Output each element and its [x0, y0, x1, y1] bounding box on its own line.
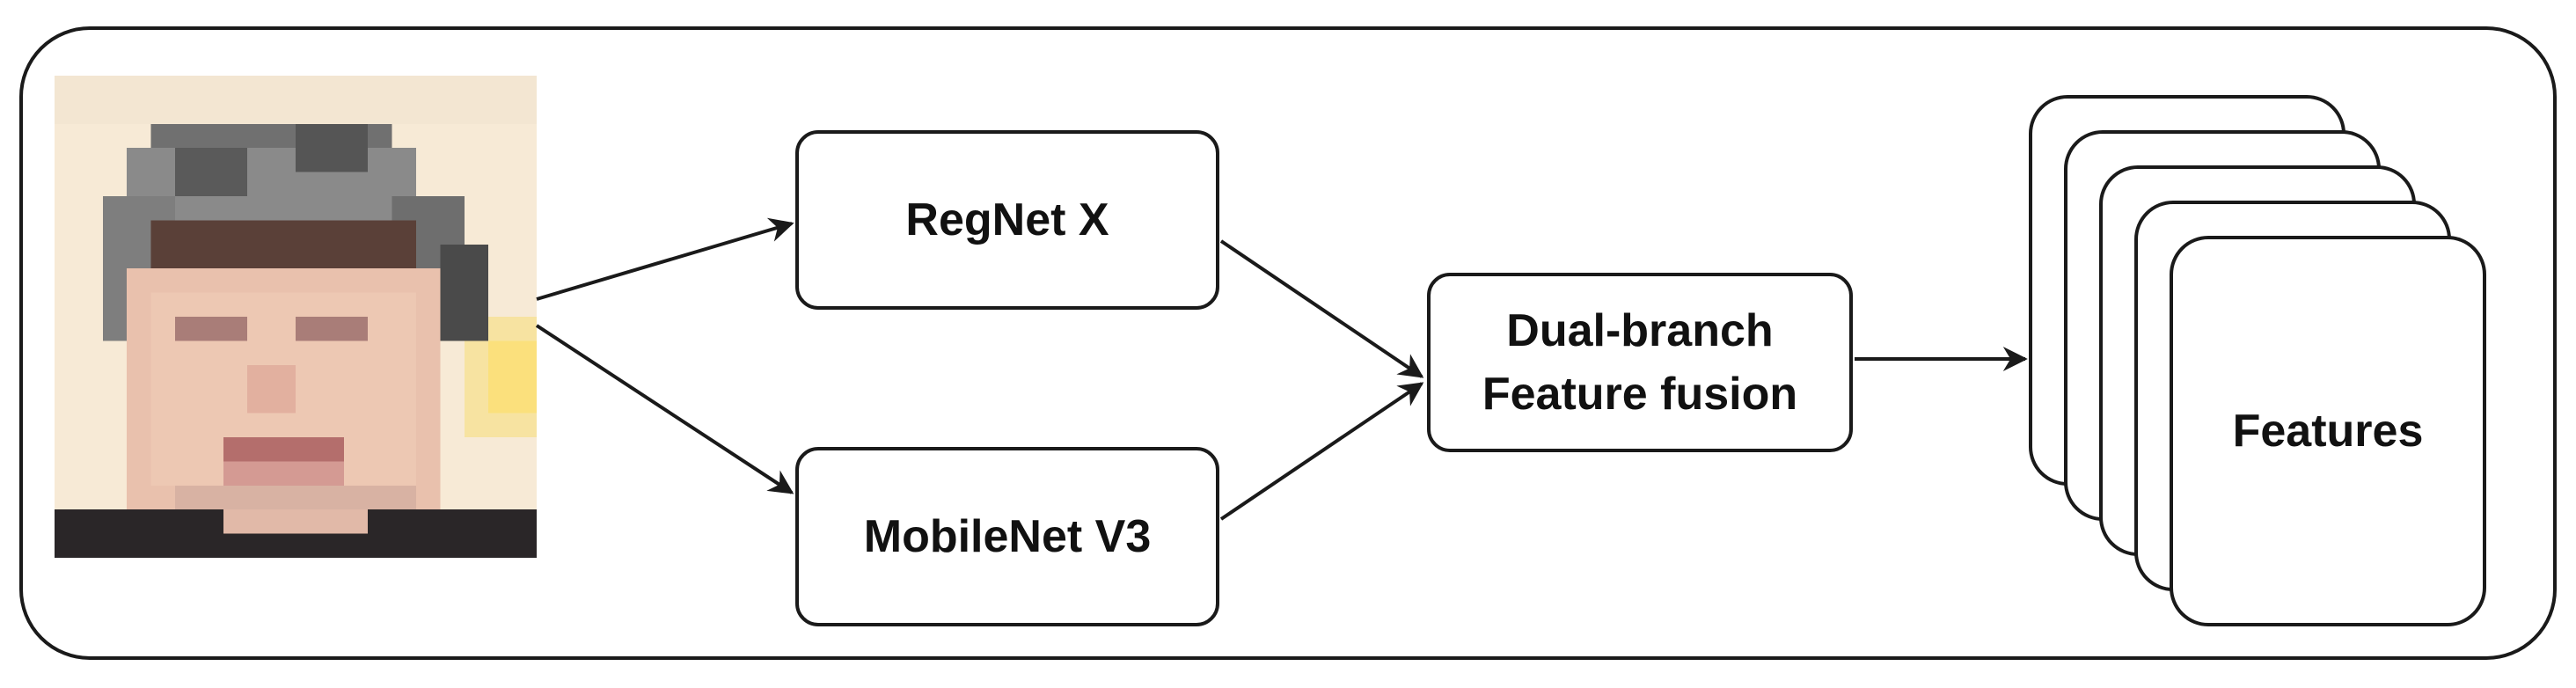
mobilenet-v3-label: MobileNet V3 — [863, 511, 1152, 562]
regnet-x-label: RegNet X — [905, 194, 1109, 245]
feature-fusion-label: Dual-branch Feature fusion — [1482, 305, 1798, 420]
arrow-mobilenet-to-fusion — [1219, 382, 1424, 521]
diagram-frame — [19, 26, 2557, 660]
features-label: Features — [2232, 406, 2424, 457]
arrow-regnet-to-fusion — [1219, 239, 1424, 378]
arrow-image-to-mobilenet — [535, 324, 794, 494]
regnet-x-node: RegNet X — [795, 130, 1219, 310]
input-face-image — [55, 76, 537, 558]
mobilenet-v3-node: MobileNet V3 — [795, 447, 1219, 626]
arrow-image-to-regnet — [536, 217, 794, 301]
feature-fusion-node: Dual-branch Feature fusion — [1427, 273, 1853, 452]
features-node: Features — [2170, 236, 2486, 626]
